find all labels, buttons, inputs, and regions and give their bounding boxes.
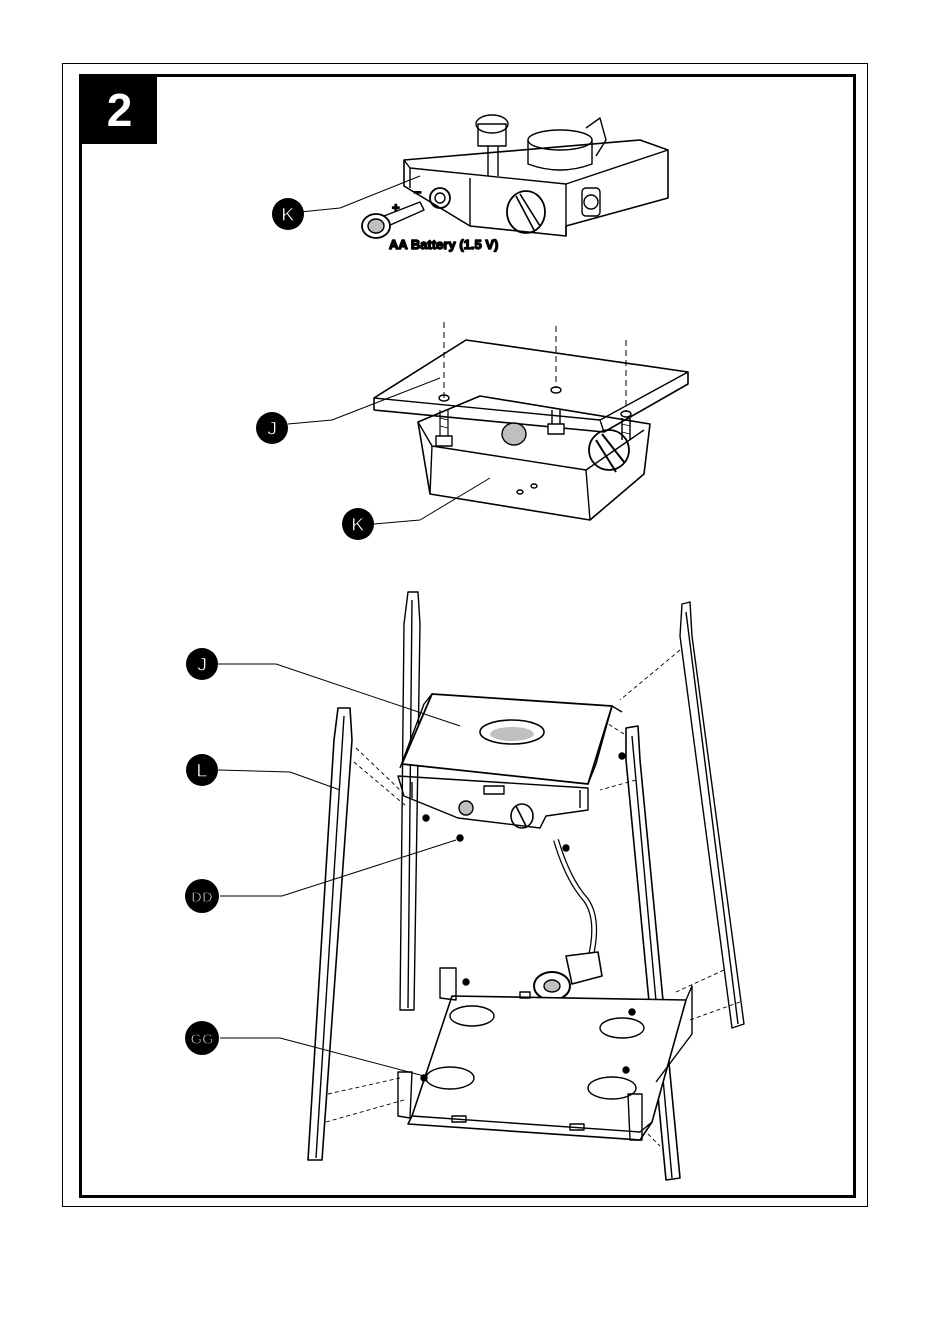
battery-plus-sign: + bbox=[392, 200, 400, 215]
svg-text:K: K bbox=[281, 205, 295, 226]
svg-text:J: J bbox=[267, 419, 278, 440]
svg-text:L: L bbox=[196, 761, 208, 782]
panel-stand-assembly: J L DD GG bbox=[185, 592, 744, 1180]
panel-battery-install: + – AA Battery (1.5 V) K bbox=[272, 115, 668, 252]
svg-text:K: K bbox=[351, 515, 365, 536]
callout-gg-stand: GG bbox=[185, 1021, 219, 1055]
battery-label: AA Battery (1.5 V) bbox=[389, 237, 498, 252]
battery-minus-sign: – bbox=[414, 184, 421, 199]
callout-k-top: K bbox=[272, 198, 304, 230]
callout-j-stand: J bbox=[186, 648, 218, 680]
gas-regulator bbox=[534, 952, 602, 1000]
panel-plate-mount: J K bbox=[256, 322, 688, 540]
callout-dd-stand: DD bbox=[185, 879, 219, 913]
callout-l-stand: L bbox=[186, 754, 218, 786]
callout-k-middle: K bbox=[342, 508, 374, 540]
svg-text:DD: DD bbox=[191, 889, 213, 906]
svg-text:J: J bbox=[197, 655, 208, 676]
callout-j-middle: J bbox=[256, 412, 288, 444]
svg-text:GG: GG bbox=[190, 1031, 213, 1048]
